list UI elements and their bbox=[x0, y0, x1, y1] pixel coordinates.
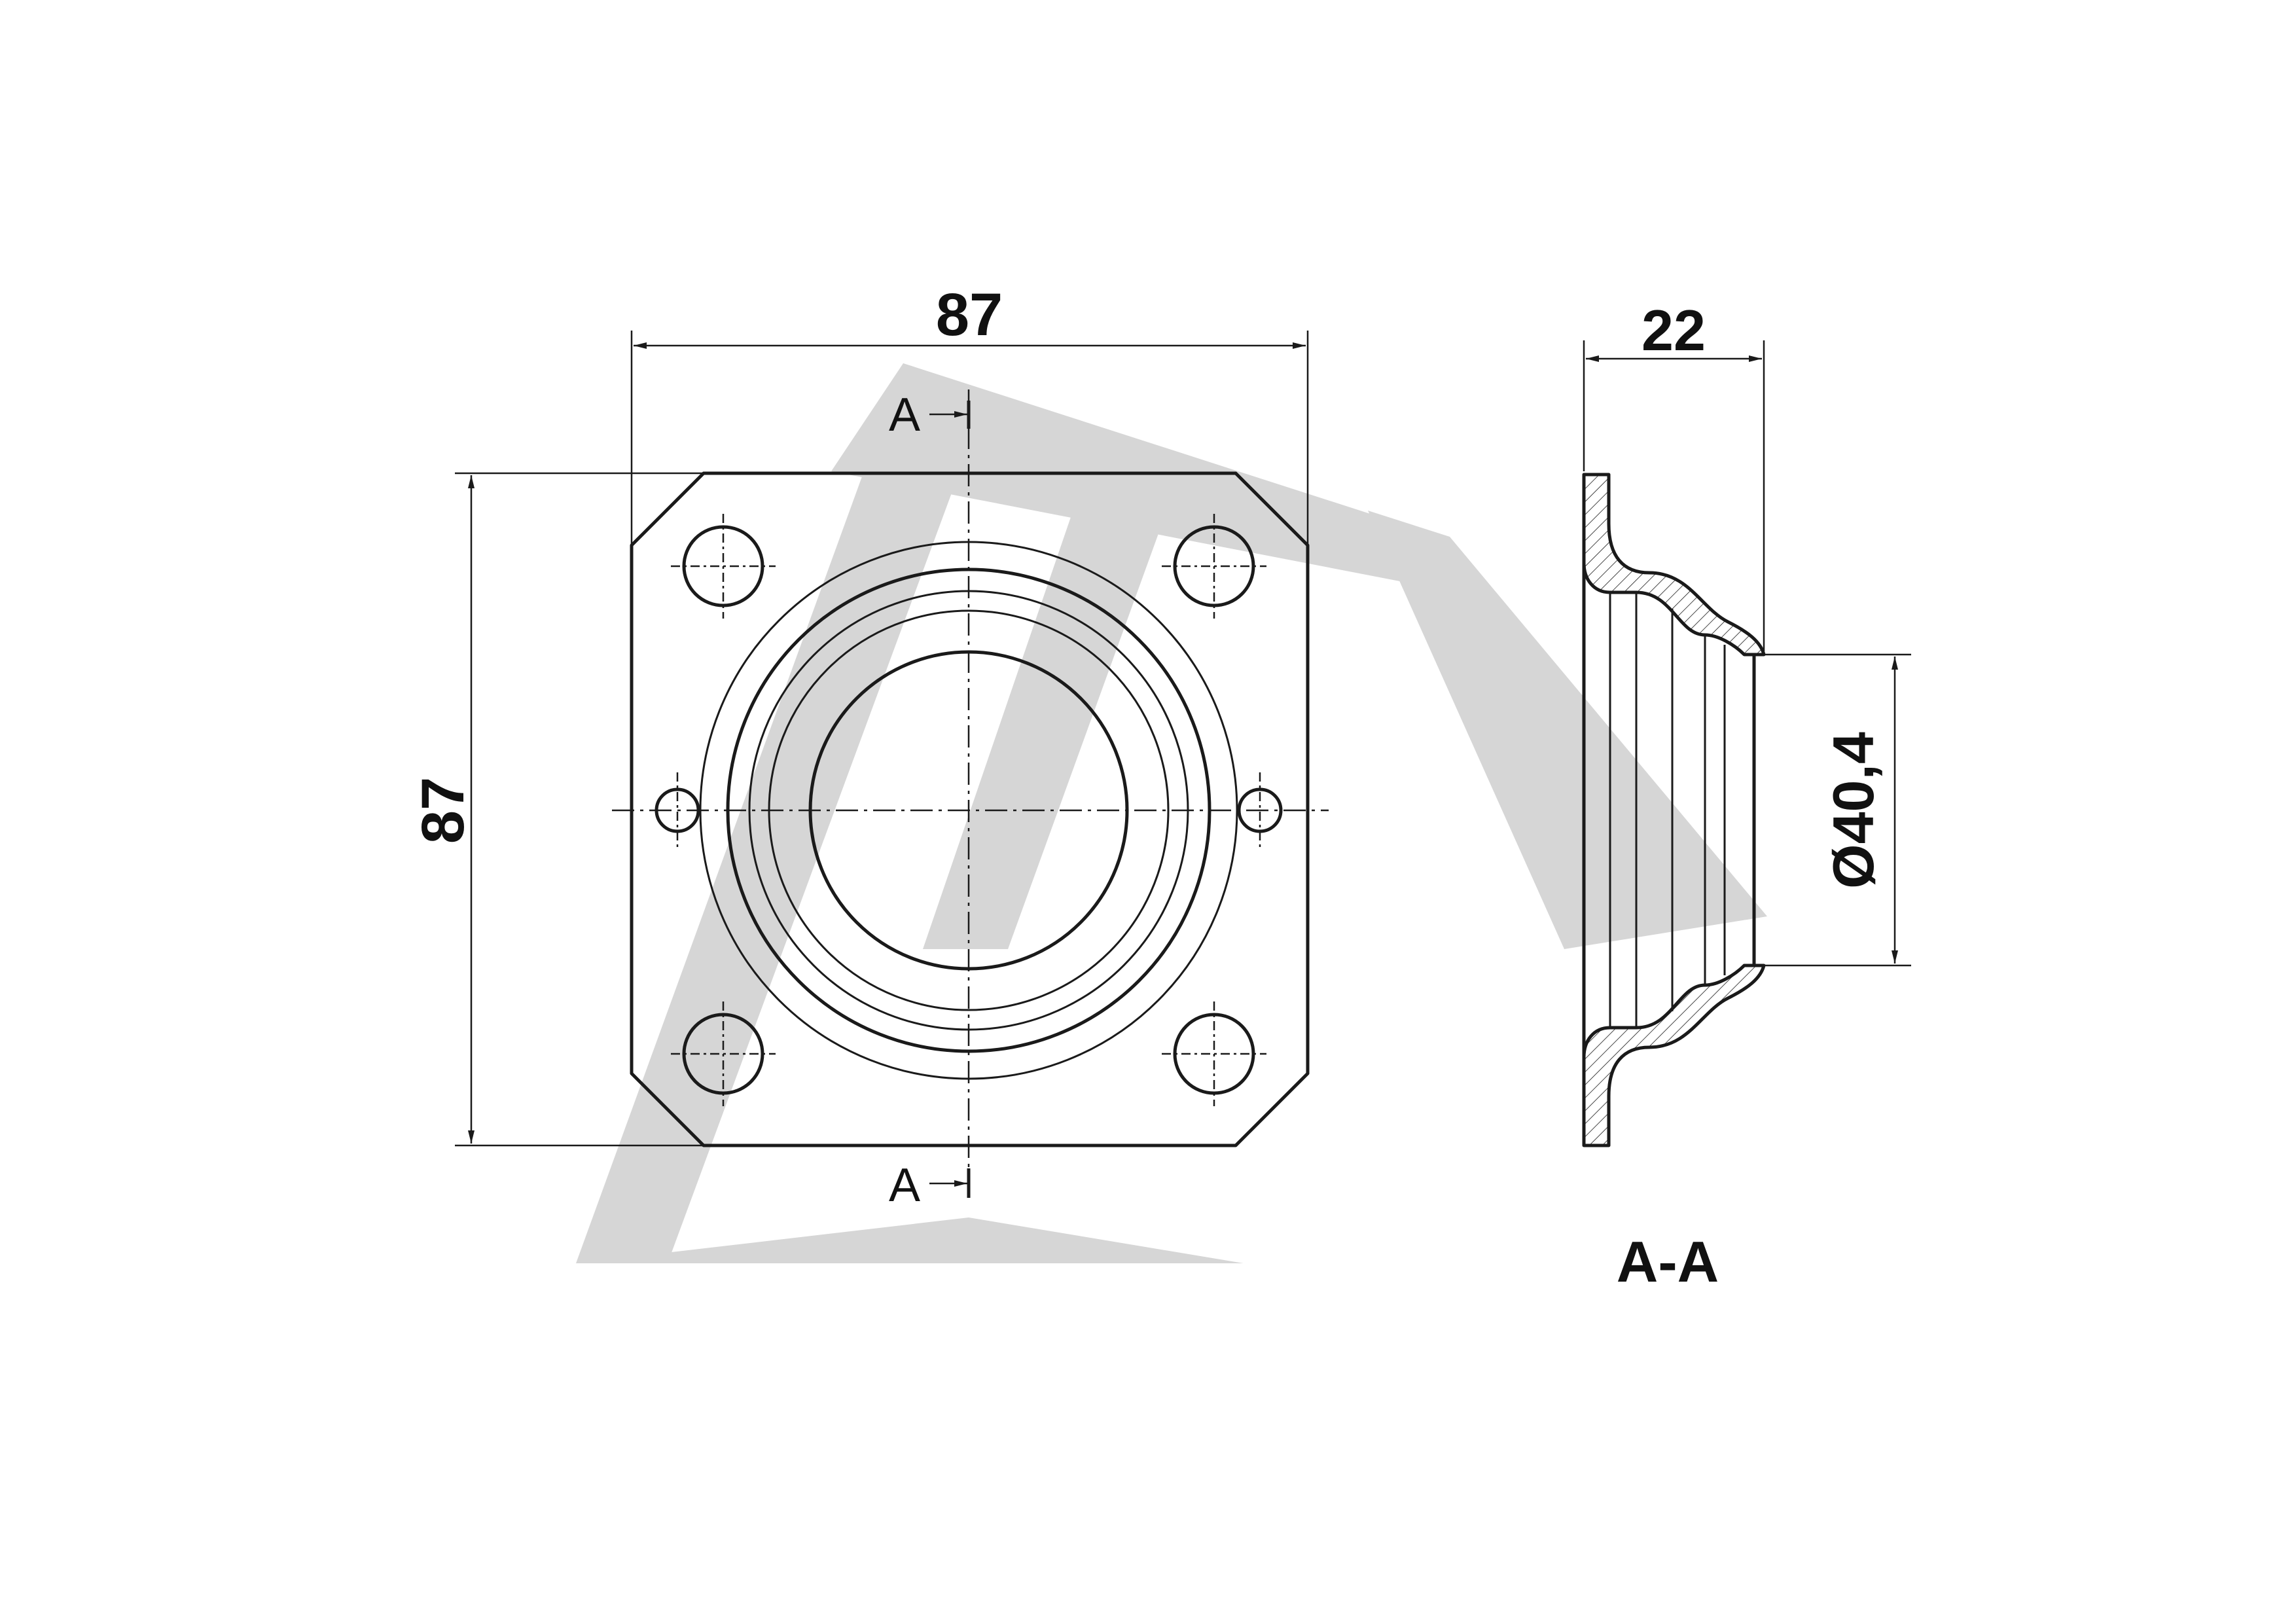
width-dimension: 87 bbox=[630, 281, 1309, 545]
flange-outline bbox=[630, 471, 1310, 1147]
bolt-hole-top-right bbox=[1162, 514, 1266, 619]
section-marker-top: A bbox=[889, 389, 971, 441]
depth-dimension-label: 22 bbox=[1641, 298, 1706, 363]
bolt-hole-bottom-left bbox=[671, 1001, 776, 1106]
section-marker-top-label: A bbox=[889, 389, 920, 441]
front-view: A A 87 87 bbox=[410, 281, 1329, 1212]
depth-dimension: 22 bbox=[1583, 298, 1765, 651]
height-dimension: 87 bbox=[410, 472, 704, 1147]
outer-boss-circle bbox=[699, 541, 1238, 1080]
bolt-hole-top-left bbox=[671, 514, 776, 619]
section-view-title: A-A bbox=[1617, 1229, 1719, 1294]
raised-ring-inner-circle bbox=[768, 609, 1170, 1011]
section-view: 22 Ø40,4 A-A bbox=[1582, 298, 1911, 1294]
bore-circle bbox=[808, 650, 1129, 971]
bolt-hole-bottom-right bbox=[1162, 1001, 1266, 1106]
side-hole-left bbox=[655, 772, 700, 848]
side-hole-right bbox=[1237, 772, 1283, 848]
section-marker-bottom-label: A bbox=[889, 1159, 920, 1212]
bore-diameter-dimension: Ø40,4 bbox=[1764, 653, 1911, 967]
watermark-middle-stroke bbox=[923, 471, 1172, 949]
watermark-left-stroke bbox=[576, 363, 985, 1263]
watermark-bottom-bar bbox=[576, 1217, 1244, 1263]
raised-ring-middle-circle bbox=[748, 590, 1189, 1031]
watermark-right-stroke bbox=[1368, 511, 1767, 949]
raised-ring-outer-circle bbox=[726, 568, 1211, 1053]
section-marker-bottom: A bbox=[889, 1159, 971, 1212]
height-dimension-label: 87 bbox=[410, 777, 476, 844]
bore-diameter-label: Ø40,4 bbox=[1821, 732, 1886, 889]
width-dimension-label: 87 bbox=[936, 281, 1003, 348]
